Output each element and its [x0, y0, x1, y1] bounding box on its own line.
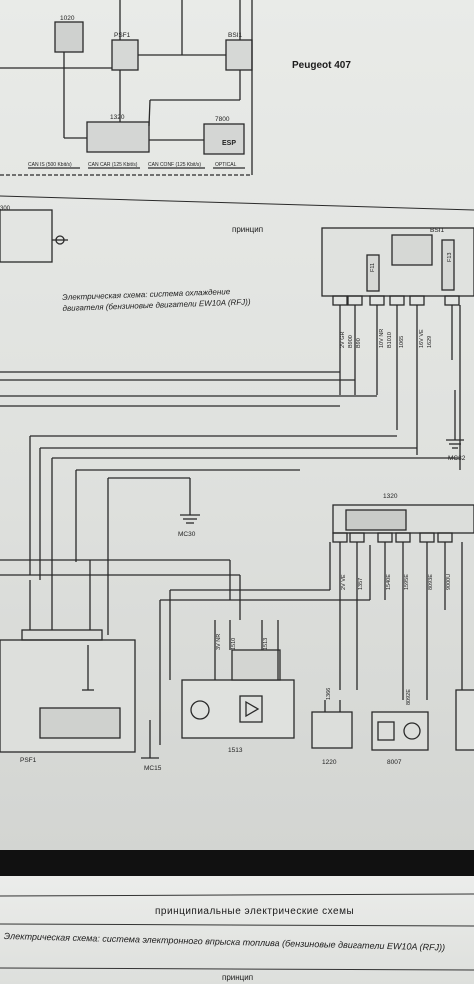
label-1020: 1020 [60, 15, 75, 22]
label-f13: F13 [447, 253, 453, 262]
wire-label-5: B1010 [387, 332, 393, 348]
wire-label-1: 2V GR [340, 331, 346, 348]
next-page-sheet: принципиальные электрические схемы Элект… [0, 876, 474, 984]
label-1513: 1513 [228, 747, 243, 754]
label-mc30: MC30 [178, 531, 196, 538]
next-principle-label: принцип [222, 973, 254, 982]
page-heading: принципиальные электрические схемы [155, 906, 355, 917]
component-1220-box [311, 711, 353, 749]
label-300: 300 [0, 206, 11, 212]
wire-label-20: 9000U [446, 574, 452, 590]
wire-label-19: 8092E [406, 689, 412, 705]
component-8007-box [371, 711, 429, 751]
component-7800-box [203, 123, 245, 155]
label-psf1-top: PSF1 [114, 32, 131, 39]
wire-label-12: 2V VE [341, 574, 347, 590]
bsi1-top-box [225, 39, 253, 71]
next-page-rules [0, 893, 474, 971]
label-esp: ESP [222, 140, 236, 147]
wire-label-4: 10V NR [379, 329, 385, 348]
label-can-conf: CAN CONF (125 Kbit/s) [148, 162, 201, 168]
wire-label-13: 3V NR [216, 634, 222, 650]
label-can-car: CAN CAR (125 Kbit/s) [88, 162, 138, 168]
wire-label-15: 1513 [263, 638, 269, 650]
label-1320-top: 1320 [110, 114, 125, 121]
wire-label-2: B900 [348, 335, 354, 348]
label-can-is: CAN IS (500 Kbit/s) [28, 162, 72, 168]
wire-label-8: 1629 [427, 336, 433, 348]
label-8007: 8007 [387, 759, 402, 766]
wire-label-14: 1510 [231, 638, 237, 650]
wire-label-3: B90 [356, 338, 362, 348]
wiring-diagram: 1020 PSF1 BSI1 1320 7800 ESP CAN IS (500… [0, 0, 474, 772]
label-1320: 1320 [383, 493, 398, 500]
label-bsi1: BSI1 [430, 227, 444, 234]
label-optical: OPTICAL [215, 162, 237, 168]
component-1020-box [54, 21, 84, 53]
wire-label-6: 1065 [399, 336, 405, 348]
label-f11: F11 [370, 263, 376, 272]
principle-label: принцип [232, 225, 264, 234]
label-mc15: MC15 [144, 765, 162, 772]
wire-label-7: 16V VE [419, 329, 425, 348]
wire-label-11: 1366 [326, 688, 332, 700]
label-psf1: PSF1 [20, 757, 37, 764]
component-1513-box [181, 679, 295, 739]
label-1220: 1220 [322, 759, 337, 766]
diagram-sheet: 1020 PSF1 BSI1 1320 7800 ESP CAN IS (500… [0, 0, 474, 850]
label-bsi1-top: BSI1 [228, 32, 242, 39]
brand-title: Peugeot 407 [292, 60, 351, 71]
wire-label-17: 1595E [404, 574, 410, 590]
psf1-top-box [111, 39, 139, 71]
label-7800: 7800 [215, 116, 230, 123]
wire-label-18: 8093E [428, 574, 434, 590]
label-mc32: MC32 [448, 455, 466, 462]
wire-label-10: 1357 [358, 578, 364, 590]
wire-label-16: 1540E [386, 574, 392, 590]
component-1320-top-box [86, 121, 150, 153]
